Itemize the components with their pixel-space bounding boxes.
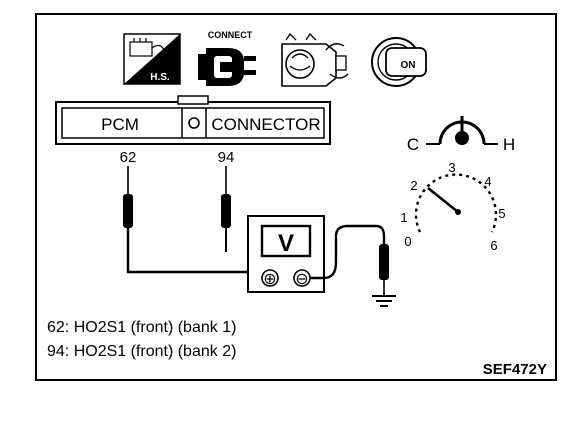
probe-terminal-62 <box>123 166 262 274</box>
connect-label: CONNECT <box>208 30 253 40</box>
figure-frame <box>35 13 557 381</box>
pcm-connector: PCM CONNECTOR <box>55 95 331 145</box>
analog-dial: 0 1 2 3 4 5 6 <box>400 160 505 253</box>
dial-tick-label: 2 <box>410 178 417 193</box>
dial-tick-label: 5 <box>498 206 505 221</box>
ignition-on-label: ON <box>401 60 416 71</box>
terminal-94-label: 94 <box>218 149 235 166</box>
voltmeter-minus-terminal: ⊖ <box>295 271 308 288</box>
hot-start-icon: H.S. <box>123 33 181 85</box>
temperature-gauge: C H <box>407 116 515 154</box>
dial-tick-label: 1 <box>400 210 407 225</box>
dial-tick-label: 6 <box>490 238 497 253</box>
voltmeter: V ⊕ ⊖ <box>247 215 325 293</box>
voltmeter-plus-terminal: ⊕ <box>263 271 276 288</box>
pcm-label: PCM <box>101 115 139 134</box>
ignition-key-on-icon: ON <box>371 37 427 87</box>
figure-code: SEF472Y <box>483 361 547 378</box>
connector-label: CONNECTOR <box>211 115 320 134</box>
legend-line-62: 62: HO2S1 (front) (bank 1) <box>47 319 236 336</box>
temp-hot-label: H <box>503 135 515 154</box>
legend-line-94: 94: HO2S1 (front) (bank 2) <box>47 343 236 360</box>
connector-lock-icon <box>188 117 200 129</box>
terminal-62-label: 62 <box>120 149 137 166</box>
probe-terminal-94 <box>221 166 231 252</box>
voltmeter-display: V <box>278 230 294 257</box>
hot-start-label: H.S. <box>150 72 170 83</box>
ground-lead <box>310 224 396 307</box>
dial-tick-label: 0 <box>404 234 411 249</box>
connect-icon: CONNECT <box>198 30 256 86</box>
dial-needle <box>427 186 459 214</box>
dial-tick-label: 4 <box>484 174 491 189</box>
ground-symbol-icon <box>372 295 396 307</box>
engine-running-icon <box>281 32 349 87</box>
dial-tick-label: 3 <box>448 160 455 175</box>
temp-cold-label: C <box>407 135 419 154</box>
